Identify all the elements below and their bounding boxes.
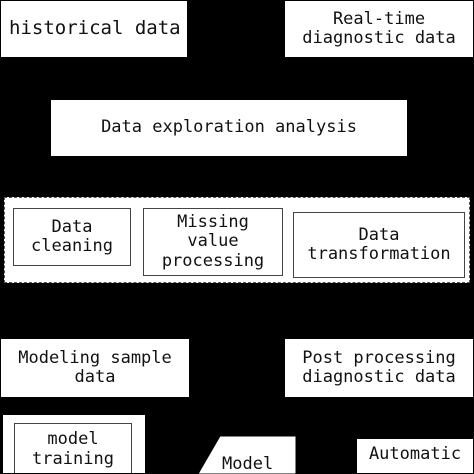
missing-value-line1: Missing (177, 212, 249, 233)
model-training-box: model training (14, 423, 132, 473)
model-training-line1: model (47, 429, 99, 450)
realtime-label-line2: diagnostic data (302, 28, 456, 48)
post-processing-box: Post processing diagnostic data (284, 338, 474, 398)
post-processing-line2: diagnostic data (302, 367, 456, 387)
data-cleaning-line1: Data (51, 216, 93, 237)
data-cleaning-line2: cleaning (31, 236, 113, 256)
model-parallelogram (198, 436, 296, 474)
model-training-line2: training (32, 448, 114, 469)
missing-value-box: Missing value processing (143, 208, 283, 276)
model-label: Model (222, 454, 274, 474)
realtime-label-line1: Real-time (332, 8, 426, 29)
modeling-sample-line2: data (74, 367, 116, 387)
automatic-box: Automatic (356, 438, 474, 474)
historical-data-label: historical data (9, 17, 181, 40)
missing-value-line2: value (187, 231, 239, 252)
model-parallelogram-shape (198, 436, 296, 474)
historical-data-box: historical data (0, 0, 188, 58)
data-transformation-line1: Data (358, 224, 400, 245)
automatic-label: Automatic (368, 444, 462, 464)
data-exploration-box: Data exploration analysis (50, 99, 408, 157)
modeling-sample-line1: Modeling sample (18, 347, 172, 368)
realtime-data-box: Real-time diagnostic data (284, 0, 474, 58)
data-exploration-label: Data exploration analysis (101, 117, 357, 138)
data-cleaning-box: Data cleaning (13, 208, 131, 266)
modeling-sample-box: Modeling sample data (0, 338, 190, 398)
data-transformation-box: Data transformation (293, 212, 465, 278)
post-processing-line1: Post processing (302, 347, 456, 368)
preprocessing-group: Data cleaning Missing value processing D… (4, 197, 470, 283)
model-training-outer: model training (2, 414, 146, 474)
data-transformation-line2: transformation (307, 244, 451, 264)
missing-value-line3: processing (161, 250, 265, 271)
